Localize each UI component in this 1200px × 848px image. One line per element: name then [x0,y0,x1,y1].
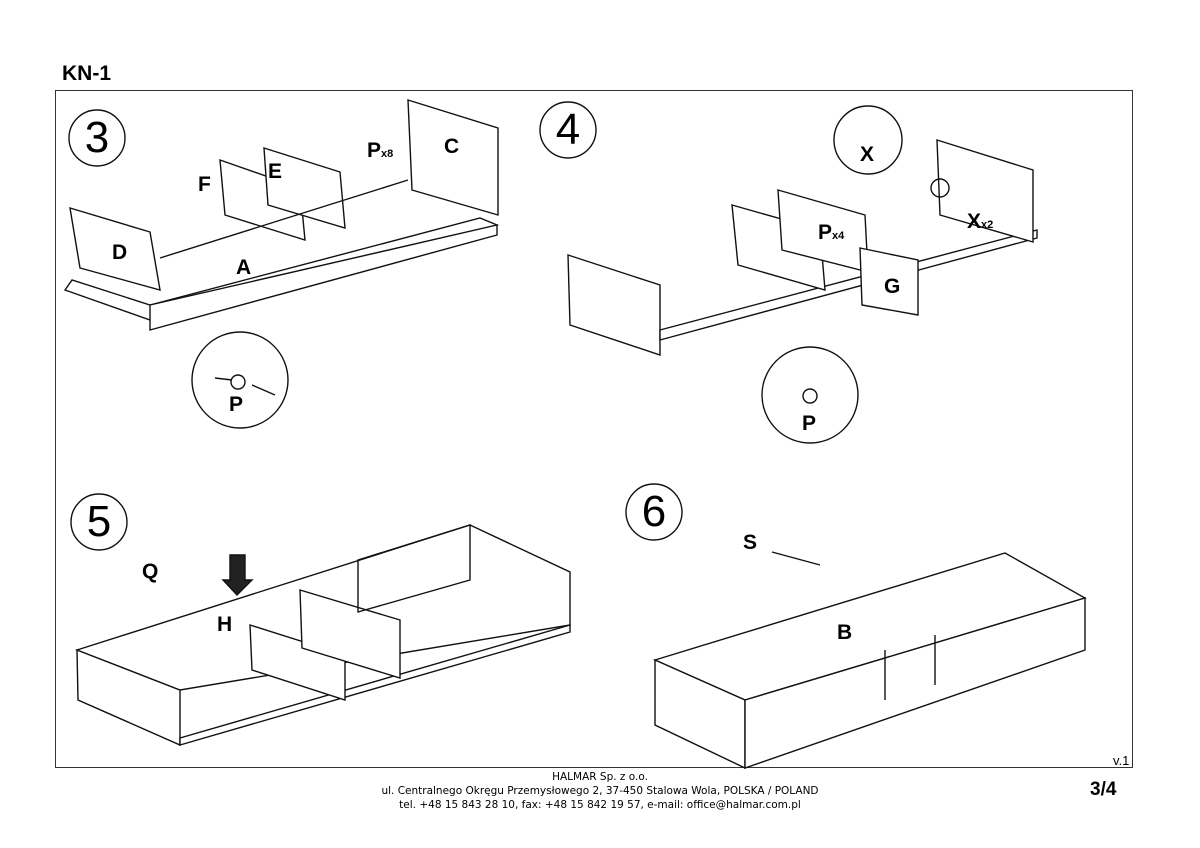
footer-company: HALMAR Sp. z o.o. [552,771,648,783]
part-quantity: x4 [832,230,845,242]
part-label-s: S [743,531,758,554]
part-letter: P [367,139,382,162]
footer-address: ul. Centralnego Okręgu Przemysłowego 2, … [381,785,819,797]
footer-contact: tel. +48 15 843 28 10, fax: +48 15 842 1… [399,799,801,811]
detail-label-p: P [229,393,244,416]
part-letter: P [818,221,833,244]
version-label: v.1 [1113,753,1130,768]
part-letter: X [967,210,982,233]
page-number: 3/4 [1090,779,1117,800]
part-label-q: Q [142,560,159,583]
step-6-illustration [625,483,1087,770]
part-label-b: B [837,621,853,644]
part-quantity: x2 [981,219,994,231]
part-label-p: Px8 [367,140,393,161]
step-number: 5 [86,497,112,546]
document-title: KN-1 [62,62,112,85]
part-label-f: F [198,173,211,196]
part-quantity: x8 [381,148,394,160]
part-label-d: D [112,241,128,264]
part-label-h: H [217,613,233,636]
step-4-illustration [539,101,1038,444]
footer: HALMAR Sp. z o.o. ul. Centralnego Okręgu… [300,770,900,812]
instruction-frame [55,90,1133,768]
detail-label-x: X [860,143,875,166]
step-number: 4 [555,105,581,154]
part-label-p: Px4 [818,222,844,243]
step-number: 6 [641,487,667,536]
part-label-e: E [268,160,283,183]
part-label-g: G [884,275,901,298]
part-label-c: C [444,135,460,158]
detail-label-p: P [802,412,817,435]
step-number: 3 [84,113,110,162]
step-3-illustration [63,99,500,429]
part-label-a: A [236,256,252,279]
part-label-x: Xx2 [967,211,993,232]
step-5-illustration [70,493,571,747]
